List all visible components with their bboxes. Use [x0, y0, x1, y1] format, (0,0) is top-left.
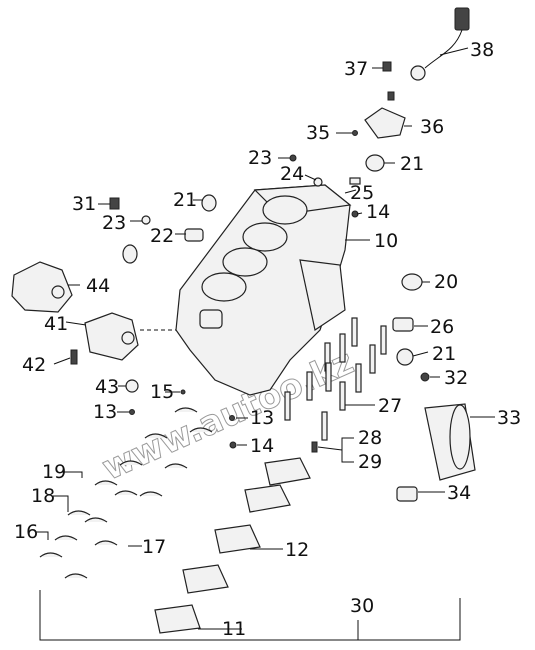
plug-32: [420, 372, 430, 382]
dowel-28-29: [311, 441, 318, 453]
bolt-42: [70, 349, 78, 365]
callout-29: 29: [358, 451, 382, 473]
callout-10: 10: [374, 230, 398, 252]
callout-38: 38: [470, 39, 494, 61]
seal-20: [401, 273, 423, 291]
callout-25: 25: [350, 182, 374, 204]
callout-23-left: 23: [102, 212, 126, 234]
pin-35: [352, 130, 358, 136]
callout-44: 44: [86, 275, 110, 297]
sensor-22: [184, 228, 204, 242]
bolt-37: [382, 61, 392, 72]
callout-20: 20: [434, 271, 458, 293]
washer-43: [125, 379, 139, 393]
plug-21-far: [122, 244, 138, 264]
engine-block: [175, 184, 352, 396]
callout-12: 12: [285, 539, 309, 561]
callout-18: 18: [31, 485, 55, 507]
callout-31: 31: [72, 193, 96, 215]
mount-41: [84, 312, 139, 361]
callout-28: 28: [358, 427, 382, 449]
callout-22: 22: [150, 225, 174, 247]
callout-16: 16: [14, 521, 38, 543]
callout-11: 11: [222, 618, 246, 640]
callout-17: 17: [142, 536, 166, 558]
callout-21-right: 21: [432, 343, 456, 365]
bearing-caps: [154, 457, 311, 634]
callout-24: 24: [280, 163, 304, 185]
callout-41: 41: [44, 313, 68, 335]
callout-21-top: 21: [400, 153, 424, 175]
callout-37: 37: [344, 58, 368, 80]
callout-15: 15: [150, 381, 174, 403]
plug-23-top: [289, 154, 297, 162]
leader-lines: [35, 47, 495, 641]
pin-13-left: [129, 409, 135, 415]
callout-34: 34: [447, 482, 471, 504]
mount-44: [11, 261, 73, 313]
plug-21-left: [201, 194, 217, 212]
callout-14-top: 14: [366, 201, 390, 223]
callout-43: 43: [95, 376, 119, 398]
fitting-34: [396, 486, 418, 502]
callout-26: 26: [430, 316, 454, 338]
plug-21-top: [365, 154, 385, 172]
callout-32: 32: [444, 367, 468, 389]
callout-23-top: 23: [248, 147, 272, 169]
callout-19: 19: [42, 461, 66, 483]
callout-14-low: 14: [250, 435, 274, 457]
pin-13-mid: [229, 415, 235, 421]
plug-23-left: [141, 215, 151, 225]
callout-33: 33: [497, 407, 521, 429]
callout-21-left: 21: [173, 189, 197, 211]
callout-30: 30: [350, 595, 374, 617]
plug-21-right: [396, 348, 414, 366]
part-25: [349, 177, 361, 185]
bearing-shells: [39, 407, 213, 579]
bolt-31: [109, 197, 120, 210]
washer-14-low: [229, 441, 237, 449]
sensor-38: [410, 7, 470, 81]
callout-13-left: 13: [93, 401, 117, 423]
sender-26: [392, 317, 414, 332]
bracket-36: [364, 91, 406, 139]
callout-27: 27: [378, 395, 402, 417]
bolt-set-27: [284, 317, 387, 441]
callout-13-mid: 13: [250, 407, 274, 429]
pin-15: [180, 389, 186, 395]
callout-36: 36: [420, 116, 444, 138]
callouts: 38 37 36 35 21 23 24 25 14 10 31 23 22 2…: [14, 39, 521, 640]
oil-filter-33: [424, 403, 476, 481]
callout-42: 42: [22, 354, 46, 376]
callout-35: 35: [306, 122, 330, 144]
